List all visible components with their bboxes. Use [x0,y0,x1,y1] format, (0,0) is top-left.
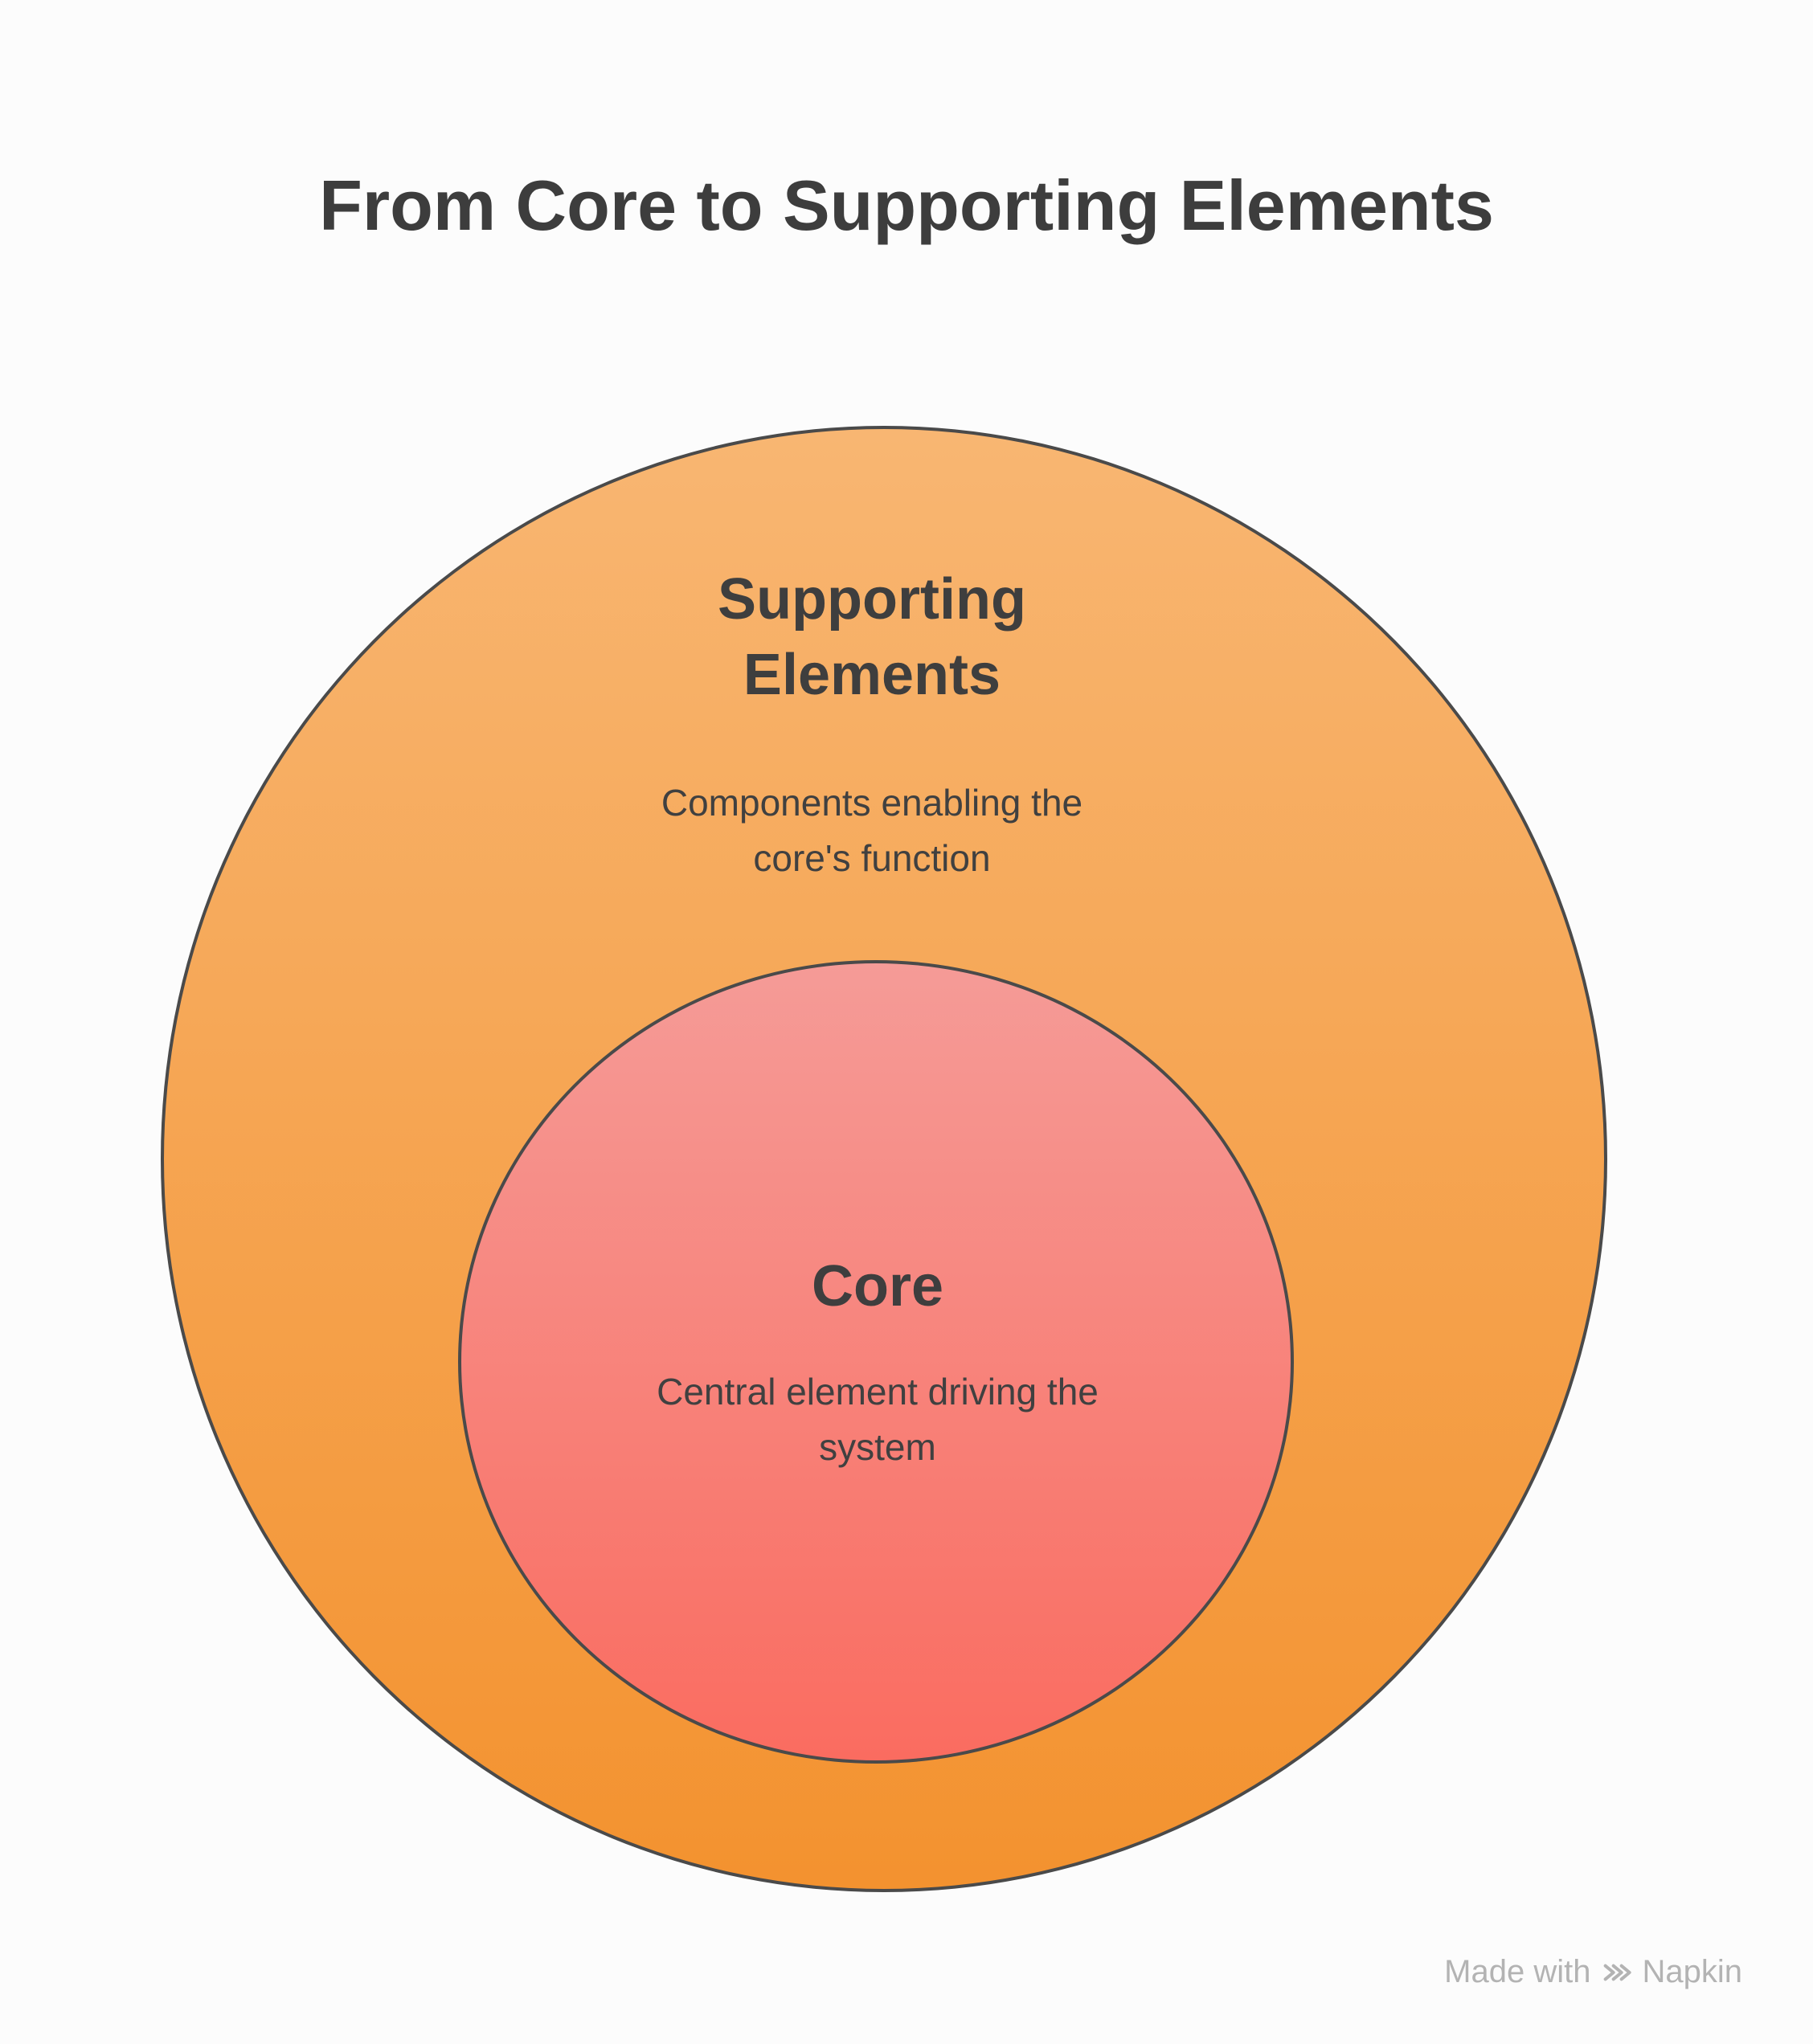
inner-circle-description: Central element driving the system [657,1371,1099,1468]
outer-circle-description: Components enabling the core's function [661,782,1083,879]
watermark: Made with Napkin [1444,1954,1742,1990]
watermark-brand: Napkin [1642,1954,1742,1989]
inner-circle-label: Core [811,1254,944,1318]
inner-circle [458,960,1294,1764]
watermark-prefix: Made with [1444,1954,1591,1989]
napkin-logo-icon [1600,1956,1632,1989]
diagram-title: From Core to Supporting Elements [319,166,1494,245]
outer-circle-label: Supporting Elements [718,567,1026,707]
